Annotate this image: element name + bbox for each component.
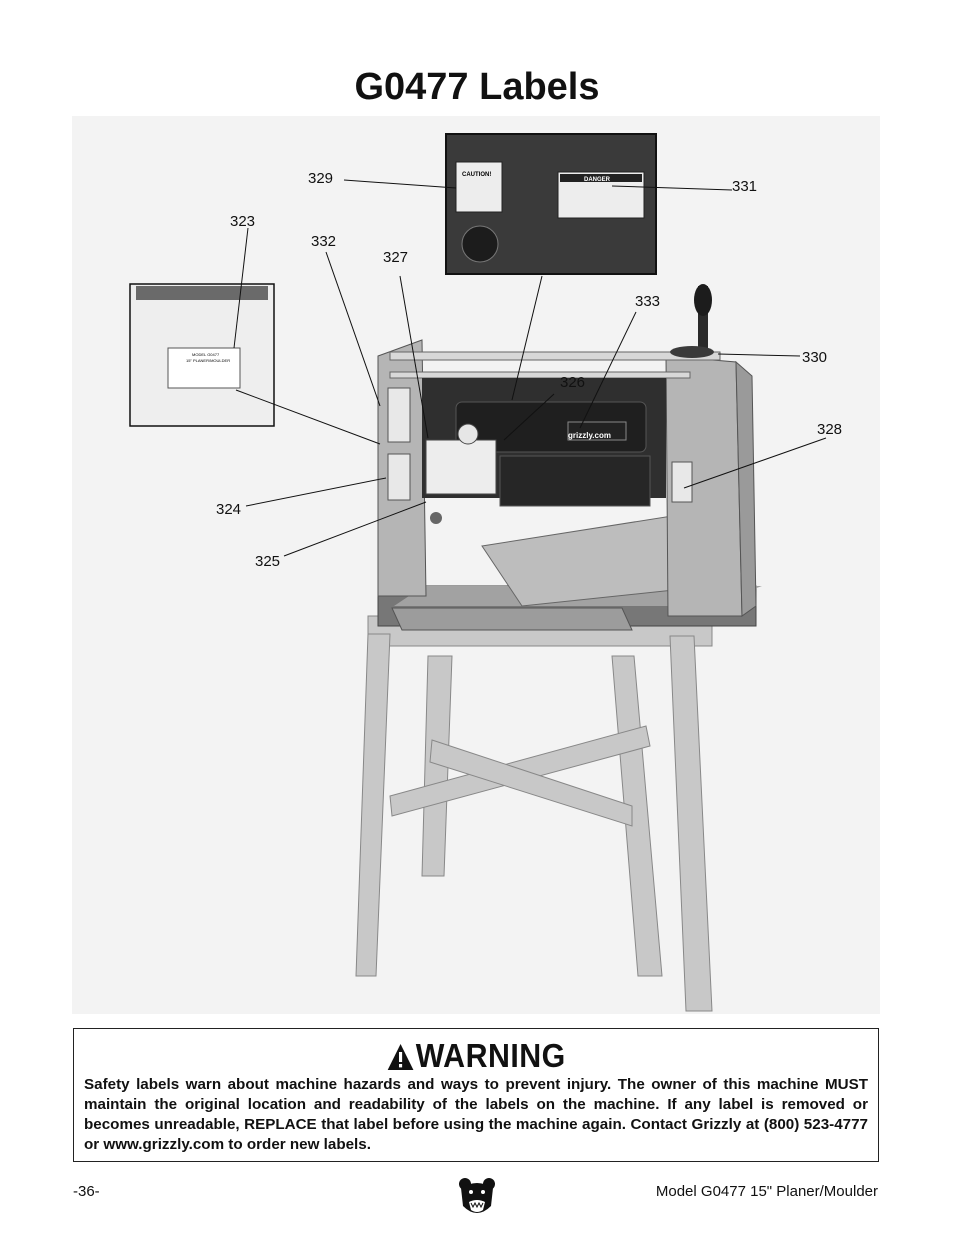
danger-label-text: DANGER <box>584 177 611 183</box>
inset-top: CAUTION! DANGER <box>445 133 657 275</box>
callout-331: 331 <box>732 178 758 195</box>
warning-heading-text: WARNING <box>415 1037 566 1074</box>
warning-box: WARNING Safety labels warn about machine… <box>73 1028 879 1162</box>
callout-333: 333 <box>635 293 661 310</box>
callout-323: 323 <box>230 213 256 230</box>
warning-text: Safety labels warn about machine hazards… <box>84 1076 868 1153</box>
page-number: -36- <box>73 1183 100 1200</box>
callout-325: 325 <box>255 553 281 570</box>
inset-left: MODEL G0477 15" PLANER/MOULDER <box>129 283 275 427</box>
planer-figure: CAUTION! DANGER MODEL G0477 15" PLANER/M… <box>72 116 880 1014</box>
model-plate-text: MODEL G0477 <box>192 352 220 357</box>
callout-330: 330 <box>802 349 828 366</box>
callout-332: 332 <box>311 233 337 250</box>
brand-label-text: grizzly.com <box>568 431 611 440</box>
callout-327: 327 <box>383 249 409 266</box>
caution-label-text: CAUTION! <box>462 172 491 178</box>
callout-328: 328 <box>817 421 843 438</box>
callout-324: 324 <box>216 501 242 518</box>
stand <box>355 615 713 1012</box>
footer-model: Model G0477 15" Planer/Moulder <box>655 1183 878 1200</box>
planer-illustration: CAUTION! DANGER MODEL G0477 15" PLANER/M… <box>72 116 880 1014</box>
callout-329: 329 <box>308 170 334 187</box>
warning-heading: WARNING <box>106 1037 846 1075</box>
page-title: G0477 Labels <box>354 66 600 108</box>
grizzly-bear-logo-icon <box>459 1178 495 1213</box>
warning-triangle-icon <box>387 1044 413 1070</box>
leader-lines <box>233 179 827 557</box>
model-plate-sub-text: 15" PLANER/MOULDER <box>186 358 230 363</box>
callout-326: 326 <box>560 374 586 391</box>
machine-body <box>377 284 762 631</box>
